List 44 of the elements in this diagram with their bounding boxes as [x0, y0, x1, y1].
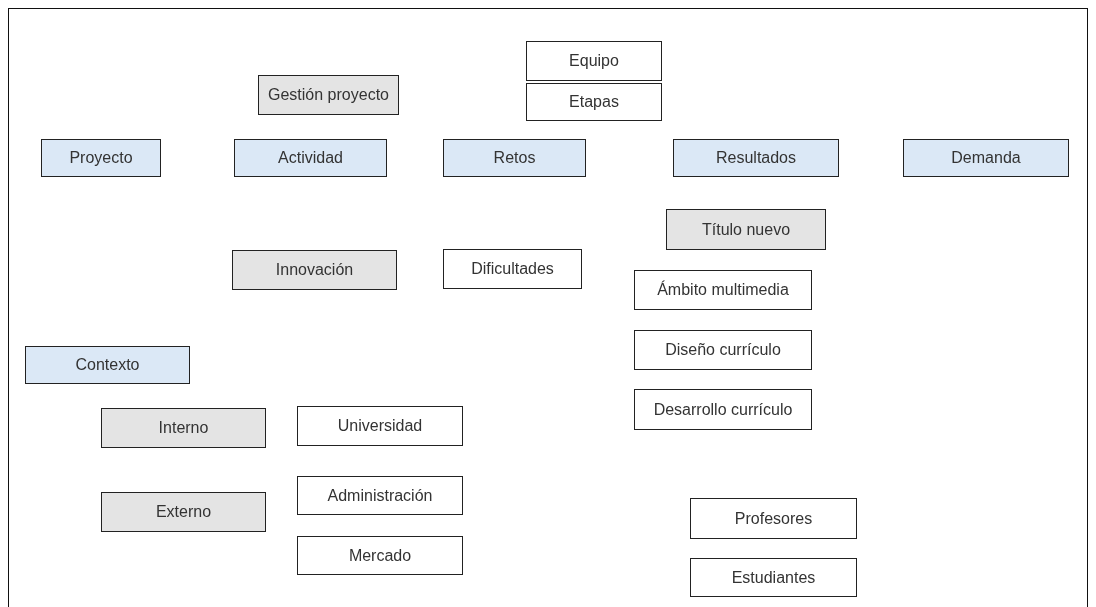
- subcategory-box: [666, 209, 826, 250]
- subcategory-box: [232, 250, 397, 290]
- node-label: Demanda: [951, 149, 1021, 167]
- item-box: [297, 536, 463, 575]
- node-label: Innovación: [275, 261, 354, 279]
- node-label: Universidad: [337, 417, 423, 435]
- item-box: [526, 83, 662, 121]
- subcategory-box: [101, 408, 266, 448]
- item-box: [297, 406, 463, 446]
- item-box: [690, 498, 857, 539]
- category-box: [234, 139, 387, 177]
- node-label: Externo: [155, 503, 212, 521]
- node-label: Desarrollo currículo: [653, 400, 793, 419]
- category-box: [41, 139, 161, 177]
- node-label: Administración: [327, 486, 433, 505]
- category-box: [443, 139, 586, 177]
- item-box: [634, 389, 812, 430]
- item-box: [690, 558, 857, 597]
- node-label: Resultados: [715, 149, 796, 167]
- node-label: Diseño currículo: [665, 341, 781, 359]
- node-label: Etapas: [569, 93, 619, 111]
- node-label: Ámbito multimedia: [657, 281, 789, 299]
- item-box: [297, 476, 463, 515]
- subcategory-box: [258, 75, 399, 115]
- node-label: Estudiantes: [731, 568, 816, 587]
- category-box: [25, 346, 190, 384]
- node-label: Proyecto: [69, 149, 133, 167]
- item-box: [526, 41, 662, 81]
- item-box: [443, 249, 582, 289]
- subcategory-box: [101, 492, 266, 532]
- item-box: [634, 330, 812, 370]
- node-label: Equipo: [569, 52, 619, 70]
- node-label: Actividad: [278, 149, 343, 167]
- category-box: [673, 139, 839, 177]
- node-label: Contexto: [75, 356, 140, 374]
- node-label: Título nuevo: [701, 220, 791, 239]
- node-label: Dificultades: [471, 260, 554, 278]
- item-box: [634, 270, 812, 310]
- node-label: Retos: [493, 149, 536, 167]
- node-label: Interno: [158, 419, 209, 437]
- node-label: Mercado: [348, 546, 412, 565]
- node-label: Gestión proyecto: [268, 86, 389, 104]
- node-label: Profesores: [734, 509, 813, 528]
- category-box: [903, 139, 1069, 177]
